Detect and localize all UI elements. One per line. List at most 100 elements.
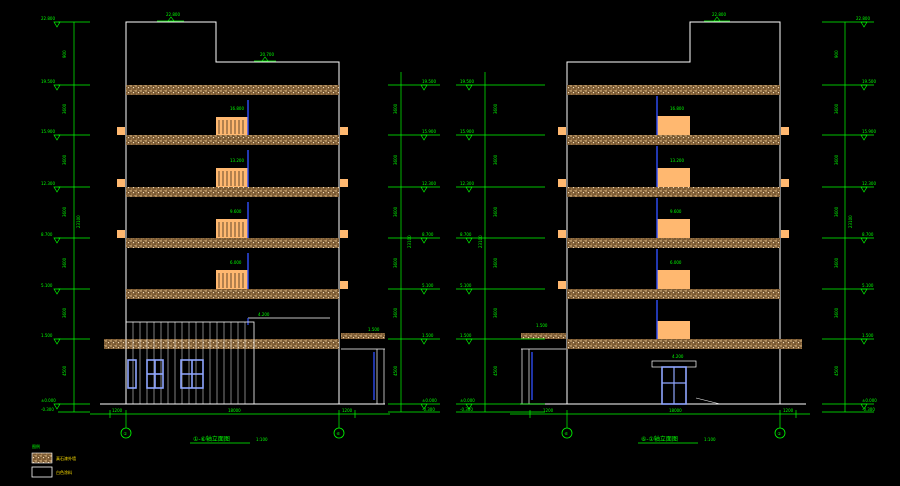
segment-dim: 3600 <box>393 257 398 268</box>
left-balcony-window <box>216 150 249 187</box>
level-label: ±0.000 <box>41 398 56 403</box>
segment-dim: 3600 <box>62 307 67 318</box>
level-label: 15.900 <box>460 129 474 134</box>
parapet-level-tag: 20.700 <box>260 52 274 57</box>
right-entrance-door <box>651 360 721 405</box>
window-level-tag: 16.800 <box>670 106 684 111</box>
segment-dim: 3600 <box>493 103 498 114</box>
left-axis-bubble-end <box>333 427 345 439</box>
right-floor-band <box>567 238 780 248</box>
right-axis-bubble-start <box>561 427 573 439</box>
level-label: 12.300 <box>41 181 55 186</box>
right-stair-window <box>656 300 690 339</box>
right-outer-dimension-column <box>822 21 874 413</box>
level-label: -0.300 <box>41 407 54 412</box>
left-elevation-title: ①-⑥轴立面图 <box>193 435 230 443</box>
level-label: 22.800 <box>856 16 870 21</box>
side-dim: 1200 <box>112 408 123 413</box>
level-label: 8.700 <box>41 232 53 237</box>
level-label: 19.500 <box>460 79 474 84</box>
segment-dim: 3600 <box>834 307 839 318</box>
span-dim: 18000 <box>669 408 682 413</box>
level-label: 12.300 <box>422 181 436 186</box>
right-stair-window <box>656 249 690 289</box>
left-side-block <box>340 230 348 238</box>
level-label: 1.500 <box>862 333 874 338</box>
left-balcony-window <box>216 202 249 238</box>
left-floor-band <box>104 339 339 349</box>
right-floor-band <box>567 339 802 349</box>
left-floor-band <box>126 135 339 145</box>
left-ground-windows <box>127 359 204 389</box>
right-elevation <box>510 16 810 444</box>
side-dim: 1200 <box>543 408 554 413</box>
level-label: 5.100 <box>862 283 874 288</box>
canopy-level-tag: 4.200 <box>672 354 684 359</box>
axis-label: ⑥ <box>337 431 341 436</box>
left-side-block <box>117 179 125 187</box>
axis-label: ⑥ <box>565 431 569 436</box>
total-dim: 23100 <box>848 215 853 228</box>
right-axis-bubble-end <box>774 427 786 439</box>
segment-dim: 3600 <box>393 103 398 114</box>
left-floor-band <box>126 289 339 299</box>
level-label: 15.900 <box>41 129 55 134</box>
window-level-tag: 9.600 <box>670 209 682 214</box>
level-label: 5.100 <box>460 283 472 288</box>
segment-dim: 900 <box>834 50 839 58</box>
side-dim: 1200 <box>342 408 353 413</box>
total-dim: 23100 <box>76 215 81 228</box>
segment-dim: 3600 <box>62 206 67 217</box>
right-floor-band <box>567 187 780 197</box>
left-elevation-scale: 1:100 <box>256 437 268 442</box>
level-label: ±0.000 <box>460 398 475 403</box>
right-elevation-title: ⑥-①轴立面图 <box>641 435 678 443</box>
segment-dim: 3600 <box>834 103 839 114</box>
legend-item-label: 白色涂料 <box>56 469 72 475</box>
side-dim: 1200 <box>783 408 794 413</box>
legend-item-label: 真石漆外墙 <box>56 455 76 461</box>
left-floor-band <box>126 238 339 248</box>
segment-dim: 3600 <box>62 257 67 268</box>
left-outer-dimension-column <box>53 21 90 413</box>
window-level-tag: 13.200 <box>230 158 244 163</box>
left-side-block <box>340 127 348 135</box>
level-label: 12.300 <box>862 181 876 186</box>
roof-level-tag: 22.800 <box>712 12 726 17</box>
level-label: ±0.000 <box>862 398 877 403</box>
level-label: 1.500 <box>41 333 53 338</box>
segment-dim: 3600 <box>493 307 498 318</box>
level-label: 19.500 <box>41 79 55 84</box>
right-floor-band <box>567 85 780 95</box>
segment-dim: 900 <box>62 50 67 58</box>
axis-label: ① <box>778 431 782 436</box>
legend: 图例 真石漆外墙 白色涂料 <box>31 443 76 478</box>
window-level-tag: 13.200 <box>670 158 684 163</box>
window-level-tag: 9.600 <box>230 209 242 214</box>
level-label: 5.100 <box>422 283 434 288</box>
right-floor-band <box>567 289 780 299</box>
level-label: 22.800 <box>41 16 55 21</box>
level-label: 19.500 <box>422 79 436 84</box>
right-side-block <box>781 127 789 135</box>
segment-dim: 3600 <box>834 257 839 268</box>
roof-level-tag: 22.800 <box>166 12 180 17</box>
level-label: 8.700 <box>862 232 874 237</box>
left-side-block <box>117 127 125 135</box>
legend-title: 图例 <box>32 443 40 449</box>
right-side-block <box>781 179 789 187</box>
level-label: 8.700 <box>460 232 472 237</box>
canopy-level-tag: 4.200 <box>258 312 270 317</box>
level-label: 19.500 <box>862 79 876 84</box>
segment-dim: 3600 <box>493 154 498 165</box>
total-dim: 23100 <box>407 235 412 248</box>
right-side-block <box>558 127 566 135</box>
level-label: ±0.000 <box>422 398 437 403</box>
legend-swatch-hatch <box>31 452 53 464</box>
segment-dim: 4500 <box>834 365 839 376</box>
left-annex <box>341 333 385 404</box>
segment-dim: 3600 <box>393 206 398 217</box>
left-curtain-wall <box>125 321 255 405</box>
